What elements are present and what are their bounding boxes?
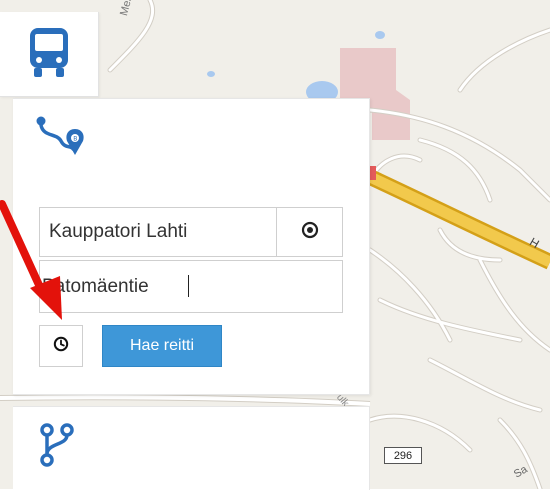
bus-icon (28, 26, 70, 85)
clock-icon (53, 336, 69, 357)
from-location-field (39, 207, 343, 257)
route-icon: B (35, 115, 85, 166)
minor-roads (108, 0, 550, 489)
urban-area (340, 48, 410, 140)
map-marker (368, 166, 376, 180)
to-location-field (39, 260, 343, 313)
pond (375, 31, 385, 39)
road (0, 395, 371, 406)
locate-me-button[interactable] (276, 208, 342, 256)
svg-text:B: B (73, 136, 77, 143)
lake (306, 81, 338, 103)
from-input[interactable] (40, 208, 276, 256)
branch-route-icon (39, 423, 75, 472)
road-number-shield: 296 (384, 447, 422, 464)
to-input[interactable] (40, 261, 342, 312)
route-search-panel: B Hae reitti (13, 98, 370, 395)
pond (207, 71, 215, 77)
transport-mode-tab[interactable] (0, 12, 99, 97)
search-route-button[interactable]: Hae reitti (102, 325, 222, 367)
time-select-button[interactable] (39, 325, 83, 367)
target-icon (301, 221, 319, 244)
highway (365, 171, 550, 267)
alternative-routes-tab[interactable] (13, 406, 370, 490)
text-caret (188, 275, 189, 297)
